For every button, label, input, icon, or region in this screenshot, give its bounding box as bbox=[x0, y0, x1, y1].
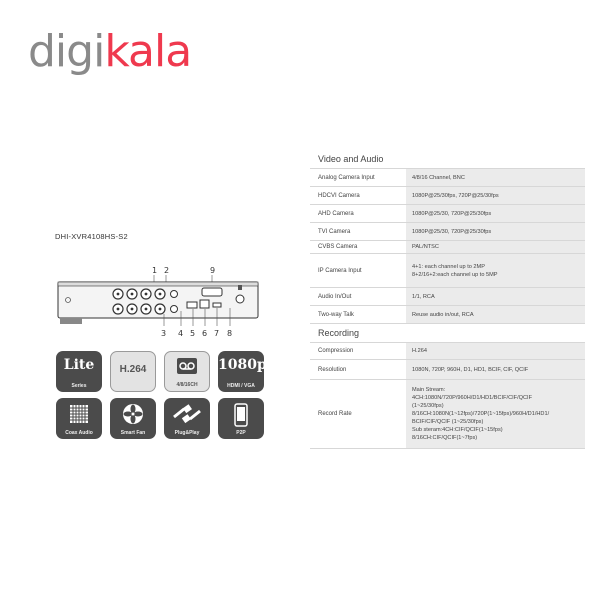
phone-icon bbox=[234, 403, 248, 427]
callout-2: 2 bbox=[164, 266, 169, 275]
spec-value-line: 8+2/16+2:each channel up to 5MP bbox=[412, 271, 498, 278]
feature-caption: HDMI / VGA bbox=[227, 383, 255, 389]
spec-value: Main Stream: 4CH:1080N/720P/960H/D1/HD1/… bbox=[406, 380, 585, 448]
spec-value: 1/1, RCA bbox=[406, 288, 585, 305]
spec-value-line: 8/16CH:CIF/QCIF(1~7fps) bbox=[412, 435, 478, 441]
spec-value: Reuse audio in/out, RCA bbox=[406, 306, 585, 323]
spec-row: AHD Camera 1080P@25/30, 720P@25/30fps bbox=[310, 205, 585, 223]
spec-key: AHD Camera bbox=[310, 205, 406, 222]
spec-value-line: (1~25/30fps) bbox=[412, 403, 444, 409]
dvr-rear-panel-diagram: 1 2 9 3 4 5 6 7 8 bbox=[57, 266, 259, 338]
feature-caption: Coax Audio bbox=[65, 430, 93, 436]
spec-key: Analog Camera Input bbox=[310, 169, 406, 186]
cable-icon bbox=[173, 404, 201, 424]
spec-table: Video and Audio Analog Camera Input 4/8/… bbox=[310, 150, 585, 449]
feature-icon-grid: Lite Series H.264 4/8/16CH 1080p HDMI / … bbox=[56, 351, 268, 439]
spec-value: 1080P@25/30, 720P@25/30fps bbox=[406, 223, 585, 240]
spec-value: 1080N, 720P, 960H, D1, HD1, BCIF, CIF, Q… bbox=[406, 360, 585, 379]
spec-row: IP Camera Input 4+1: each channel up to … bbox=[310, 254, 585, 288]
spec-row: HDCVI Camera 1080P@25/30fps, 720P@25/30f… bbox=[310, 187, 585, 205]
logo-part-digi: digi bbox=[28, 26, 105, 77]
spec-row: Resolution 1080N, 720P, 960H, D1, HD1, B… bbox=[310, 360, 585, 380]
fan-icon bbox=[123, 404, 143, 424]
callout-4: 4 bbox=[178, 329, 183, 338]
spec-row: Compression H.264 bbox=[310, 343, 585, 360]
resolution-text: 1080p bbox=[218, 357, 264, 373]
spec-key: IP Camera Input bbox=[310, 254, 406, 287]
spec-value: H.264 bbox=[406, 343, 585, 359]
callout-5: 5 bbox=[190, 329, 195, 338]
spec-value: 4+1: each channel up to 2MP 8+2/16+2:eac… bbox=[406, 254, 585, 287]
spec-value-line: 8/16CH:1080N(1~12fps)/720P(1~15fps)/960H… bbox=[412, 411, 550, 417]
feature-lite-series: Lite Series bbox=[56, 351, 102, 392]
spec-value-line: 4CH:1080N/720P/960H/D1/HD1/BCIF/CIF/QCIF bbox=[412, 395, 532, 401]
spec-value: 1080P@25/30, 720P@25/30fps bbox=[406, 205, 585, 222]
spec-key: CVBS Camera bbox=[310, 241, 406, 253]
callout-3: 3 bbox=[161, 329, 166, 338]
callout-6: 6 bbox=[202, 329, 207, 338]
feature-channels: 4/8/16CH bbox=[164, 351, 210, 392]
feature-plug-play: Plug&Play bbox=[164, 398, 210, 439]
callout-7: 7 bbox=[214, 329, 219, 338]
logo-part-kala: kala bbox=[104, 26, 192, 77]
spec-row: Analog Camera Input 4/8/16 Channel, BNC bbox=[310, 169, 585, 187]
feature-caption: Plug&Play bbox=[174, 430, 200, 436]
spec-key: TVI Camera bbox=[310, 223, 406, 240]
feature-caption: Smart Fan bbox=[120, 430, 146, 436]
digikala-logo: digikala bbox=[28, 30, 192, 74]
spec-row: Audio In/Out 1/1, RCA bbox=[310, 288, 585, 306]
spec-value-line: BCIF/CIF/QCIF (1~25/30fps) bbox=[412, 419, 484, 425]
spec-value-line: Sub steram:4CH:CIF/QCIF(1~15fps) bbox=[412, 427, 503, 433]
spec-key: HDCVI Camera bbox=[310, 187, 406, 204]
spec-key: Audio In/Out bbox=[310, 288, 406, 305]
spec-value: 4/8/16 Channel, BNC bbox=[406, 169, 585, 186]
spec-value: 1080P@25/30fps, 720P@25/30fps bbox=[406, 187, 585, 204]
spec-value: PAL/NTSC bbox=[406, 241, 585, 253]
section-title-recording: Recording bbox=[310, 324, 585, 343]
feature-smart-fan: Smart Fan bbox=[110, 398, 156, 439]
spec-value-line: 4+1: each channel up to 2MP bbox=[412, 263, 485, 270]
spec-row: Record Rate Main Stream: 4CH:1080N/720P/… bbox=[310, 380, 585, 449]
callout-1: 1 bbox=[152, 266, 157, 275]
spec-key: Compression bbox=[310, 343, 406, 359]
model-number: DHI-XVR4108HS-S2 bbox=[55, 232, 128, 241]
callout-9: 9 bbox=[210, 266, 215, 275]
feature-h264: H.264 bbox=[110, 351, 156, 392]
spec-row: Two-way Talk Reuse audio in/out, RCA bbox=[310, 306, 585, 324]
section-title-video-audio: Video and Audio bbox=[310, 150, 585, 169]
spec-key: Record Rate bbox=[310, 380, 406, 448]
feature-p2p: P2P bbox=[218, 398, 264, 439]
spec-value-line: Main Stream: bbox=[412, 387, 446, 393]
spec-row: CVBS Camera PAL/NTSC bbox=[310, 241, 585, 254]
feature-caption: 4/8/16CH bbox=[176, 382, 198, 388]
codec-text: H.264 bbox=[119, 364, 147, 375]
feature-caption: P2P bbox=[236, 430, 246, 436]
feature-1080p: 1080p HDMI / VGA bbox=[218, 351, 264, 392]
speaker-grille-icon bbox=[70, 405, 88, 423]
lite-logo: Lite bbox=[63, 357, 95, 373]
tape-icon bbox=[177, 358, 197, 374]
spec-key: Resolution bbox=[310, 360, 406, 379]
spec-key: Two-way Talk bbox=[310, 306, 406, 323]
spec-row: TVI Camera 1080P@25/30, 720P@25/30fps bbox=[310, 223, 585, 241]
feature-caption: Series bbox=[71, 383, 87, 389]
feature-coax-audio: Coax Audio bbox=[56, 398, 102, 439]
callout-8: 8 bbox=[227, 329, 232, 338]
